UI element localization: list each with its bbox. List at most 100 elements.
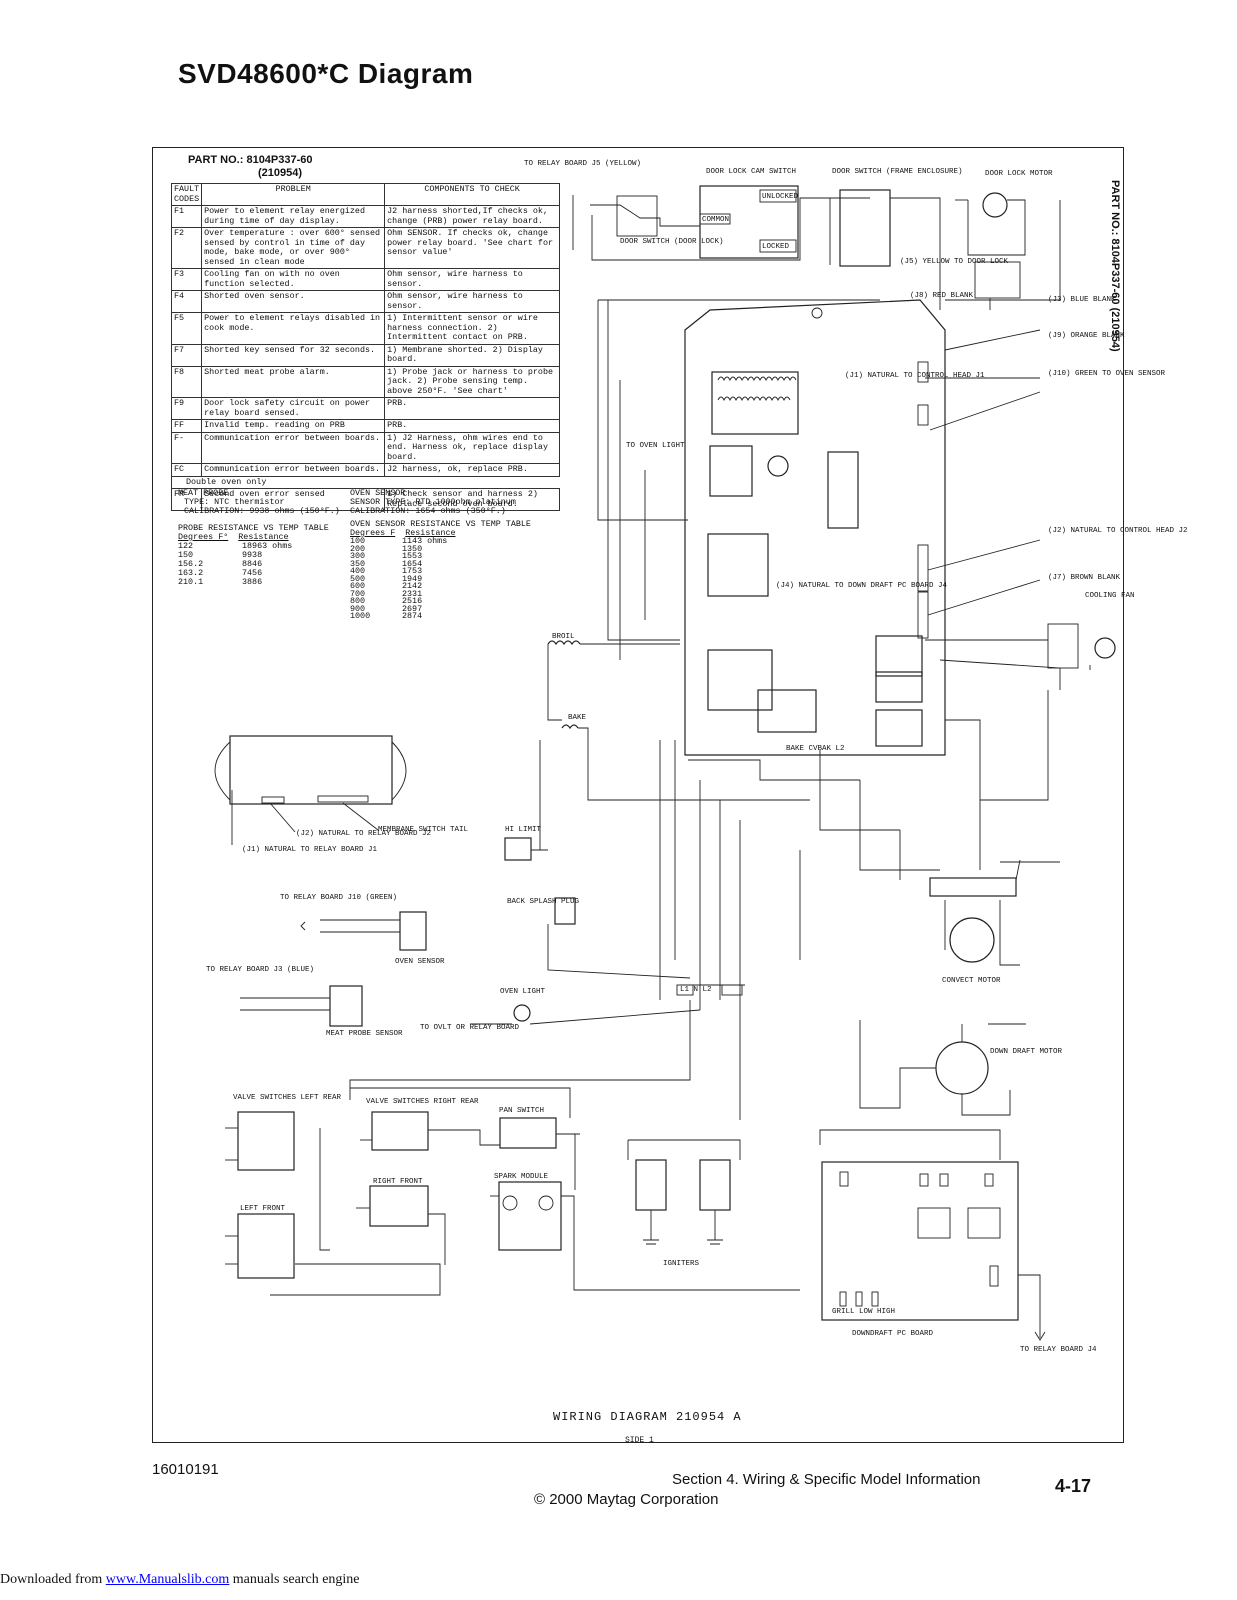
label-to-relay-j4: TO RELAY BOARD J4 [1020,1346,1097,1354]
fault-check: Ohm SENSOR. If checks ok, change power r… [384,227,560,269]
table-row: F-Communication error between boards.1) … [170,431,560,464]
microcontroller-chip [827,451,859,529]
probe-res: 18963 ohms [242,541,293,551]
list-item: 900 2697 [350,603,560,614]
oven-light-bulb [513,1004,531,1022]
manualslib-link[interactable]: www.Manualslib.com [105,1572,230,1587]
oven-sensor-calibration: CALIBRATION: 1654 ohms (350°F.) [350,506,506,516]
label-igniters: IGNITERS [663,1260,700,1268]
label-to-relay-j5: TO RELAY BOARD J5 (YELLOW) [524,160,642,168]
page-title: SVD48600*C Diagram [178,58,474,89]
probe-col1: Degrees F° [178,532,229,542]
fault-check: 1) Membrane shorted. 2) Display board. [384,343,560,367]
fault-problem: Shorted meat probe alarm. [201,365,386,398]
oven-res: 2697 [402,603,423,614]
side-part-number-line2: (210954) [1109,307,1121,352]
fault-problem: Over temperature : over 600° sensed sens… [201,227,386,269]
label-door-lock-motor: DOOR LOCK MOTOR [985,170,1053,178]
label-door-lock-cam: DOOR LOCK CAM SWITCH [706,168,797,176]
document-number: 16010191 [152,1461,219,1478]
label-unlocked: UNLOCKED [762,193,799,201]
download-notice: Downloaded from www.Manualslib.com manua… [0,1572,360,1588]
valve-switch-right-front [369,1185,429,1227]
label-j1-relay: (J1) NATURAL TO RELAY BOARD J1 [242,846,378,854]
probe-res: 7456 [242,568,263,578]
oven-sensor-block: OVEN SENSOR SENSOR TYPE: RTD 1000ohm pla… [350,489,560,621]
label-j1-natural: (J1) NATURAL TO CONTROL HEAD J1 [845,372,985,380]
oven-res: 1949 [402,573,423,584]
fault-check: 1) J2 Harness, ohm wires end to end. Har… [384,431,560,464]
probe-temp: 150 [178,550,194,560]
convect-connector [929,877,1017,897]
oven-res: 1143 ohms [402,536,448,546]
label-j10-green: (J10) GREEN TO OVEN SENSOR [1048,370,1166,378]
fault-check: PRB. [384,397,560,420]
label-spark-module: SPARK MODULE [494,1173,549,1181]
label-bake-cvbak: BAKE CVBAK L2 [786,745,845,753]
spark-module [498,1181,562,1251]
oven-temp: 800 [350,596,366,606]
label-cooling-fan: COOLING FAN [1085,592,1135,600]
fault-code: F2 [170,227,203,269]
igniter-left [635,1159,667,1211]
label-valve-left-rear: VALVE SWITCHES LEFT REAR [233,1094,342,1102]
oven-col2: Resistance [405,528,456,538]
probe-table-title: PROBE RESISTANCE VS TEMP TABLE [178,523,329,533]
label-l1-n-l2: L1 N L2 [680,986,712,994]
label-j4-natural: (J4) NATURAL TO DOWN DRAFT PC BOARD J4 [776,582,948,590]
label-j8-red: (J8) RED BLANK [910,292,974,300]
down-draft-motor [935,1041,989,1095]
list-item: 800 2516 [350,596,560,606]
oven-res: 1753 [402,566,423,576]
label-to-relay-j10: TO RELAY BOARD J10 (GREEN) [280,894,398,902]
fault-code: F7 [170,343,203,367]
relay-ovlt [875,709,923,747]
label-grill-low-high: GRILL LOW HIGH [832,1308,896,1316]
cooling-fan [1094,637,1116,659]
oven-temp: 300 [350,551,366,561]
label-left-front: LEFT FRONT [240,1205,286,1213]
oven-temp: 350 [350,558,366,569]
probe-res: 9938 [242,550,263,560]
fault-problem: Communication error between boards. [201,431,386,464]
fault-code: F5 [170,312,203,345]
relay-convect [757,689,817,733]
meat-probe-calibration: CALIBRATION: 9938 ohms (150°F.) [184,506,340,516]
meat-probe-block: MEAT PROBE TYPE: NTC thermistor CALIBRAT… [178,489,358,587]
back-splash-plug [554,897,576,925]
oven-temp: 900 [350,603,366,614]
fault-code: F- [170,431,203,464]
fault-code: F9 [170,397,203,420]
meat-probe-sensor [329,985,363,1027]
side-label: SIDE 1 [625,1436,654,1445]
probe-col2: Resistance [238,532,289,542]
label-j7-brown: (J7) BROWN BLANK [1048,574,1121,582]
label-j2-relay: (J2) NATURAL TO RELAY BOARD J2 [296,830,432,838]
label-membrane-tail: MEMBRANE SWITCH TAIL [378,826,469,834]
fault-codes-table: FAULT CODES PROBLEM COMPONENTS TO CHECK … [170,183,560,511]
oven-temp: 700 [350,588,366,599]
relay-board-outline [684,299,946,756]
label-convect-motor: CONVECT MOTOR [942,977,1001,985]
label-door-switch-lock: DOOR SWITCH (DOOR LOCK) [620,238,724,246]
oven-res: 2516 [402,596,423,606]
relay-cook [875,671,923,703]
label-locked: LOCKED [762,243,790,251]
oven-table-title: OVEN SENSOR RESISTANCE VS TEMP TABLE [350,519,531,529]
part-number-line1: PART NO.: 8104P337-60 [188,154,313,166]
oven-res: 1654 [402,558,423,569]
list-item: 350 1654 [350,558,560,569]
probe-temp: 156.2 [178,559,204,569]
probe-temp: 163.2 [178,568,204,578]
